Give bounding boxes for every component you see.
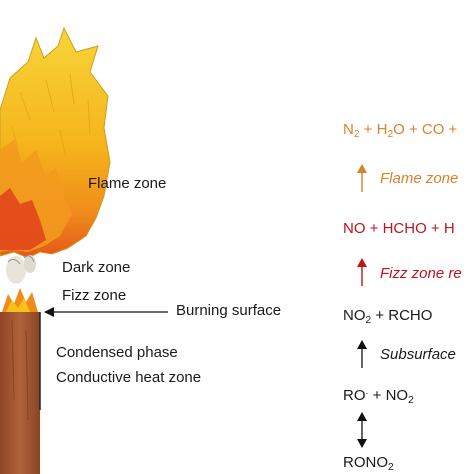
subsurface-label: Subsurface [380,346,456,363]
flame [0,26,111,259]
fizz-zone-reaction-label: Fizz zone re [380,265,462,282]
reactant-rono2: RONO2 [343,454,394,474]
flame-zone-reaction-label: Flame zone [380,170,459,187]
label-flame-zone: Flame zone [88,175,167,192]
fizz-products: NO + HCHO + H [343,220,455,237]
label-condensed-phase: Condensed phase [56,344,178,361]
label-burning-surface: Burning surface [176,302,282,319]
flame-products: N2 + H2O + CO + [343,121,458,141]
burning-surface-arrow [44,307,168,317]
label-fizz-zone: Fizz zone [62,287,127,304]
arrow-equilibrium [357,412,367,448]
label-conductive-heat-zone: Conductive heat zone [56,369,202,386]
propellant-block [0,312,41,474]
radical-step: RO· + NO2 [343,387,414,407]
arrow-flame-zone [357,164,367,192]
arrow-subsurface [357,340,367,368]
dark-zone-graphic [6,255,36,284]
flame-core-red [0,188,46,250]
fizz-zone-graphic [2,288,38,312]
subsurface-products: NO2 + RCHO [343,307,433,327]
label-dark-zone: Dark zone [62,259,131,276]
arrow-fizz-zone [357,258,367,286]
